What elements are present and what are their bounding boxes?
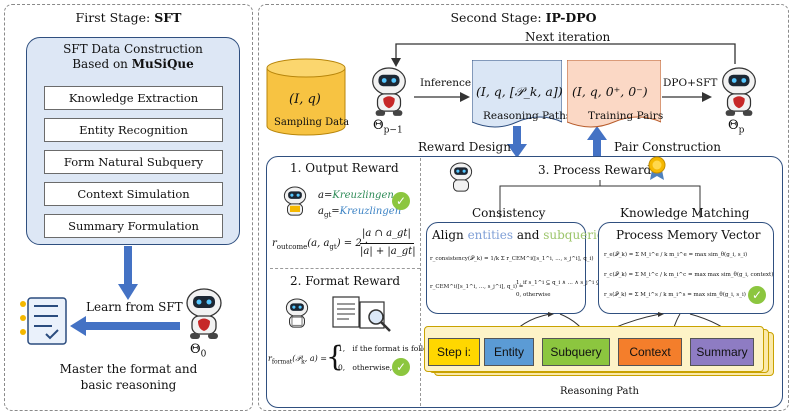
km-row-entity: r_e(𝒫_k) = Σ M_i^e / k m_i^e = max sim_θ… xyxy=(604,252,748,258)
dpo-sft-arrow-icon xyxy=(662,92,712,102)
training-pairs-label: Training Pairs xyxy=(588,110,664,122)
reasoning-paths-math: (I, q, [𝒫_k, a]) xyxy=(476,84,563,99)
robot-icon xyxy=(283,186,307,216)
format-formula-lhs: rformat(𝒫k, a) = xyxy=(268,354,327,366)
inference-arrow-icon xyxy=(414,92,470,102)
document-icon xyxy=(332,296,360,328)
theta-p-minus-1-label: Θp−1 xyxy=(373,118,403,136)
knowledge-matching-title: Knowledge Matching xyxy=(620,206,750,220)
sft-outcome-line2: basic reasoning xyxy=(80,378,177,392)
next-iteration-label: Next iteration xyxy=(525,30,611,44)
reward-separator-vertical xyxy=(420,158,421,406)
check-icon: ✓ xyxy=(392,358,410,376)
down-arrow-icon xyxy=(118,246,138,300)
pair-construction-label: Pair Construction xyxy=(614,140,721,154)
sampling-data-label: Sampling Data xyxy=(274,117,350,128)
format-reward-title: 2. Format Reward xyxy=(290,274,401,288)
consistency-title: Consistency xyxy=(472,206,546,220)
learn-arrow-icon xyxy=(70,316,180,336)
step-context-chip: Context xyxy=(618,338,682,366)
dpo-sft-label: DPO+SFT xyxy=(663,77,718,89)
step-entity-chip: Entity xyxy=(484,338,534,366)
robot-icon xyxy=(722,67,756,116)
consistency-formula: r_consistency(𝒫_k) = 1/k Σ r_CEM^i([s_1^… xyxy=(430,256,594,262)
step-knowledge-extraction: Knowledge Extraction xyxy=(44,86,223,110)
gold-answer-value: Kreuzlingen xyxy=(339,206,402,217)
km-row-summary: r_s(𝒫_k) = Σ M_i^s / k m_i^s = max sim_θ… xyxy=(604,292,746,298)
gold-answer-line: agt=Kreuzlingen xyxy=(318,206,402,219)
align-text: Align entities and subqueries xyxy=(432,228,611,242)
sft-box-title-line1: SFT Data Construction xyxy=(63,42,203,56)
next-iteration-arrow-icon xyxy=(391,43,736,67)
robot-icon xyxy=(449,162,473,192)
cem-case1: 1, if s_1^i ⊆ q_i ∧ ... ∧ s_j^i ⊆ q_i xyxy=(516,280,611,286)
answer-line: a=Kreuzlingen xyxy=(318,190,394,201)
pair-construction-arrow-icon xyxy=(587,126,607,159)
km-row-context: r_c(𝒫_k) = Σ M_i^c / k m_i^c = max max s… xyxy=(604,272,774,278)
checklist-icon xyxy=(20,297,67,345)
step-entity-recognition: Entity Recognition xyxy=(44,118,223,142)
step-context-simulation: Context Simulation xyxy=(44,182,223,206)
step-i-chip: Step i: xyxy=(428,338,480,366)
medal-icon xyxy=(648,156,666,180)
outcome-formula-lhs: routcome(a, agt) = 2 · xyxy=(272,238,369,251)
step-summary-chip: Summary xyxy=(690,338,754,366)
training-pairs-math: (I, q, 0⁺, 0⁻) xyxy=(572,84,648,99)
reasoning-paths-label: Reasoning Paths xyxy=(483,110,572,122)
process-branch-lines xyxy=(499,180,701,218)
answer-value: Kreuzlingen xyxy=(332,190,394,201)
sft-stage-title: First Stage: SFT xyxy=(75,10,182,25)
sft-box-title-line2: Based on MuSiQue xyxy=(72,57,194,71)
reward-design-label: Reward Design xyxy=(418,140,511,154)
ipdpo-stage-title: Second Stage: IP-DPO xyxy=(450,10,597,25)
format-case1: 1, if the format is followed xyxy=(338,344,444,353)
robot-icon xyxy=(186,288,222,339)
format-formula-brace: { xyxy=(326,340,344,373)
step-summary-formulation: Summary Formulation xyxy=(44,214,223,238)
inference-label: Inference xyxy=(420,77,472,89)
sampling-data-cylinder-icon xyxy=(266,58,346,136)
magnifier-icon xyxy=(359,301,391,332)
cem-formula-lhs: r_CEM^i([s_1^i, ..., s_j^i], q_i) = xyxy=(430,284,524,290)
sft-outcome-line1: Master the format and xyxy=(59,362,198,376)
sampling-data-math: (I, q) xyxy=(289,92,321,107)
step-subquery-chip: Subquery xyxy=(542,338,610,366)
process-reward-title: 3. Process Reward xyxy=(538,163,652,177)
format-case2: 0, otherwise, xyxy=(338,363,393,372)
outcome-formula-den: |a| + |a_gt| xyxy=(360,246,416,257)
check-icon: ✓ xyxy=(748,286,766,304)
learn-from-sft-label: Learn from SFT xyxy=(86,300,183,314)
reward-design-arrow-icon xyxy=(507,126,527,158)
consistency-box xyxy=(426,222,586,314)
reward-separator xyxy=(270,268,420,269)
robot-icon xyxy=(372,67,406,116)
robot-icon xyxy=(285,298,309,328)
outcome-formula-num: |a ∩ a_gt| xyxy=(362,228,411,239)
cem-case2: 0, otherwise xyxy=(516,292,551,298)
check-icon: ✓ xyxy=(392,192,410,210)
memory-vector-title: Process Memory Vector xyxy=(616,228,761,242)
outcome-formula-bar xyxy=(360,243,414,244)
knowledge-matching-box xyxy=(598,222,774,314)
theta-p-label: Θp xyxy=(728,118,745,136)
output-reward-title: 1. Output Reward xyxy=(290,161,399,175)
training-pairs-document-icon xyxy=(567,60,661,128)
reasoning-paths-document-icon xyxy=(472,60,562,128)
theta-0-label: Θ0 xyxy=(190,342,207,360)
step-form-natural-subquery: Form Natural Subquery xyxy=(44,150,223,174)
reasoning-path-label: Reasoning Path xyxy=(560,386,639,397)
